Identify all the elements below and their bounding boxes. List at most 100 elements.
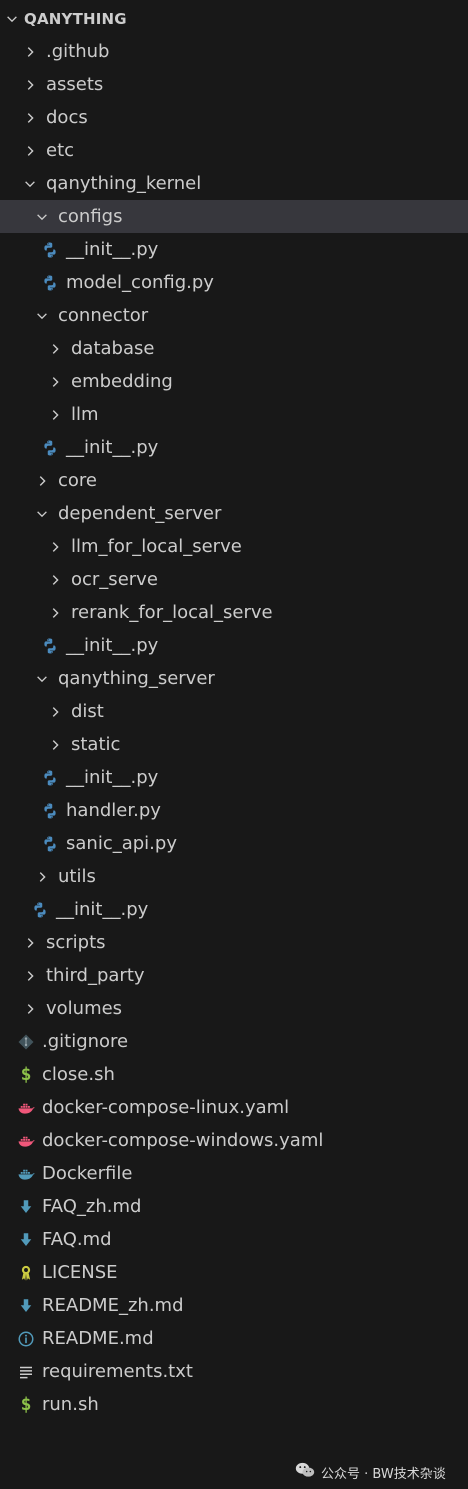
tree-folder-row[interactable]: docs xyxy=(0,101,468,134)
tree-folder-row[interactable]: dist xyxy=(0,695,468,728)
tree-file-row[interactable]: .gitignore xyxy=(0,1025,468,1058)
tree-item-label: rerank_for_local_serve xyxy=(71,602,273,623)
tree-item-label: embedding xyxy=(71,371,173,392)
tree-folder-row[interactable]: scripts xyxy=(0,926,468,959)
chevron-down-icon[interactable] xyxy=(20,174,40,194)
tree-item-label: utils xyxy=(58,866,96,887)
tree-folder-row[interactable]: connector xyxy=(0,299,468,332)
license-file-icon xyxy=(16,1263,36,1283)
tree-folder-row[interactable]: volumes xyxy=(0,992,468,1025)
chevron-right-icon[interactable] xyxy=(45,702,65,722)
watermark: 公众号 · BW技术杂谈 xyxy=(295,1460,446,1484)
explorer-root-title: QANYTHING xyxy=(24,9,127,28)
tree-item-label: requirements.txt xyxy=(42,1361,193,1382)
chevron-down-icon[interactable] xyxy=(32,207,52,227)
tree-item-label: close.sh xyxy=(42,1064,115,1085)
chevron-right-icon[interactable] xyxy=(20,42,40,62)
tree-folder-row[interactable]: database xyxy=(0,332,468,365)
markdown-file-icon xyxy=(16,1230,36,1250)
chevron-right-icon[interactable] xyxy=(45,405,65,425)
tree-item-label: sanic_api.py xyxy=(66,833,177,854)
tree-file-row[interactable]: FAQ_zh.md xyxy=(0,1190,468,1223)
tree-file-row[interactable]: __init__.py xyxy=(0,431,468,464)
tree-folder-row[interactable]: dependent_server xyxy=(0,497,468,530)
chevron-right-icon[interactable] xyxy=(45,537,65,557)
tree-item-label: third_party xyxy=(46,965,145,986)
explorer-root-header[interactable]: QANYTHING xyxy=(0,2,468,35)
tree-folder-row[interactable]: llm_for_local_serve xyxy=(0,530,468,563)
tree-folder-row[interactable]: qanything_server xyxy=(0,662,468,695)
chevron-right-icon[interactable] xyxy=(20,141,40,161)
tree-item-label: docs xyxy=(46,107,88,128)
tree-item-label: __init__.py xyxy=(66,437,159,458)
chevron-right-icon[interactable] xyxy=(20,933,40,953)
tree-file-row[interactable]: Dockerfile xyxy=(0,1157,468,1190)
tree-item-label: __init__.py xyxy=(56,899,149,920)
tree-file-row[interactable]: handler.py xyxy=(0,794,468,827)
tree-folder-row[interactable]: etc xyxy=(0,134,468,167)
tree-item-label: __init__.py xyxy=(66,767,159,788)
chevron-right-icon[interactable] xyxy=(32,471,52,491)
tree-folder-row[interactable]: embedding xyxy=(0,365,468,398)
tree-item-label: llm xyxy=(71,404,99,425)
tree-item-label: llm_for_local_serve xyxy=(71,536,242,557)
tree-file-row[interactable]: docker-compose-linux.yaml xyxy=(0,1091,468,1124)
chevron-right-icon[interactable] xyxy=(45,570,65,590)
tree-item-label: run.sh xyxy=(42,1394,99,1415)
tree-file-row[interactable]: model_config.py xyxy=(0,266,468,299)
tree-item-label: __init__.py xyxy=(66,239,159,260)
tree-item-label: model_config.py xyxy=(66,272,214,293)
tree-item-label: FAQ.md xyxy=(42,1229,112,1250)
tree-folder-row[interactable]: core xyxy=(0,464,468,497)
tree-file-row[interactable]: sanic_api.py xyxy=(0,827,468,860)
wechat-icon xyxy=(295,1461,315,1483)
chevron-down-icon[interactable] xyxy=(32,504,52,524)
tree-folder-row[interactable]: utils xyxy=(0,860,468,893)
chevron-right-icon[interactable] xyxy=(20,108,40,128)
tree-item-label: dependent_server xyxy=(58,503,222,524)
tree-file-row[interactable]: docker-compose-windows.yaml xyxy=(0,1124,468,1157)
tree-file-row[interactable]: requirements.txt xyxy=(0,1355,468,1388)
tree-folder-row[interactable]: third_party xyxy=(0,959,468,992)
tree-item-label: static xyxy=(71,734,121,755)
python-file-icon xyxy=(40,768,60,788)
chevron-right-icon[interactable] xyxy=(45,372,65,392)
chevron-right-icon[interactable] xyxy=(45,339,65,359)
tree-folder-row[interactable]: configs xyxy=(0,200,468,233)
tree-file-row[interactable]: FAQ.md xyxy=(0,1223,468,1256)
tree-file-row[interactable]: __init__.py xyxy=(0,893,468,926)
tree-file-row[interactable]: $ run.sh xyxy=(0,1388,468,1421)
chevron-down-icon[interactable] xyxy=(32,669,52,689)
tree-item-label: qanything_kernel xyxy=(46,173,202,194)
python-file-icon xyxy=(40,273,60,293)
shell-file-icon: $ xyxy=(20,1394,32,1415)
tree-folder-row[interactable]: rerank_for_local_serve xyxy=(0,596,468,629)
tree-folder-row[interactable]: ocr_serve xyxy=(0,563,468,596)
git-file-icon xyxy=(16,1032,36,1052)
tree-folder-row[interactable]: .github xyxy=(0,35,468,68)
chevron-right-icon[interactable] xyxy=(32,867,52,887)
chevron-down-icon[interactable] xyxy=(32,306,52,326)
tree-file-row[interactable]: __init__.py xyxy=(0,233,468,266)
tree-item-label: etc xyxy=(46,140,75,161)
tree-folder-row[interactable]: assets xyxy=(0,68,468,101)
chevron-right-icon[interactable] xyxy=(45,603,65,623)
chevron-right-icon[interactable] xyxy=(45,735,65,755)
tree-file-row[interactable]: LICENSE xyxy=(0,1256,468,1289)
tree-folder-row[interactable]: llm xyxy=(0,398,468,431)
chevron-down-icon[interactable] xyxy=(2,9,22,29)
tree-item-label: configs xyxy=(58,206,123,227)
chevron-right-icon[interactable] xyxy=(20,966,40,986)
chevron-right-icon[interactable] xyxy=(20,75,40,95)
docker-compose-file-icon xyxy=(16,1131,36,1151)
chevron-right-icon[interactable] xyxy=(20,999,40,1019)
tree-file-row[interactable]: __init__.py xyxy=(0,761,468,794)
tree-file-row[interactable]: $close.sh xyxy=(0,1058,468,1091)
tree-folder-row[interactable]: static xyxy=(0,728,468,761)
tree-file-row[interactable]: __init__.py xyxy=(0,629,468,662)
python-file-icon xyxy=(40,834,60,854)
tree-file-row[interactable]: README.md xyxy=(0,1322,468,1355)
tree-folder-row[interactable]: qanything_kernel xyxy=(0,167,468,200)
tree-file-row[interactable]: README_zh.md xyxy=(0,1289,468,1322)
tree-item-label: connector xyxy=(58,305,149,326)
